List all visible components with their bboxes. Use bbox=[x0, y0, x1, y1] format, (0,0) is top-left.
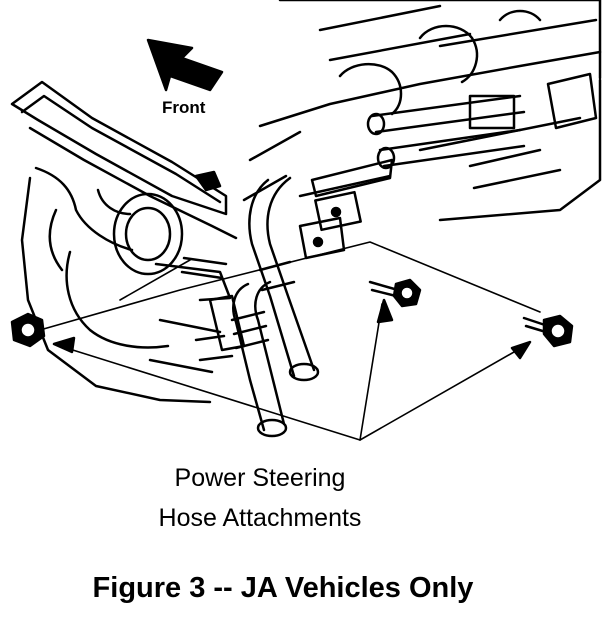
callout-line-1: Power Steering bbox=[174, 464, 346, 492]
power-steering-hoses bbox=[194, 176, 320, 438]
figure-caption: Figure 3 -- JA Vehicles Only bbox=[92, 572, 474, 604]
upper-hose-tubes bbox=[298, 94, 526, 260]
engine-block bbox=[10, 80, 238, 404]
bolt-center bbox=[368, 278, 422, 308]
bolt-right bbox=[522, 314, 574, 348]
arrowheads bbox=[52, 298, 532, 360]
callout-line-2: Hose Attachments bbox=[158, 504, 362, 532]
engine-top bbox=[242, 0, 602, 222]
bolt-left bbox=[10, 312, 46, 348]
front-arrow bbox=[146, 38, 224, 92]
front-label: Front bbox=[162, 98, 206, 117]
connector-lines bbox=[39, 241, 541, 441]
